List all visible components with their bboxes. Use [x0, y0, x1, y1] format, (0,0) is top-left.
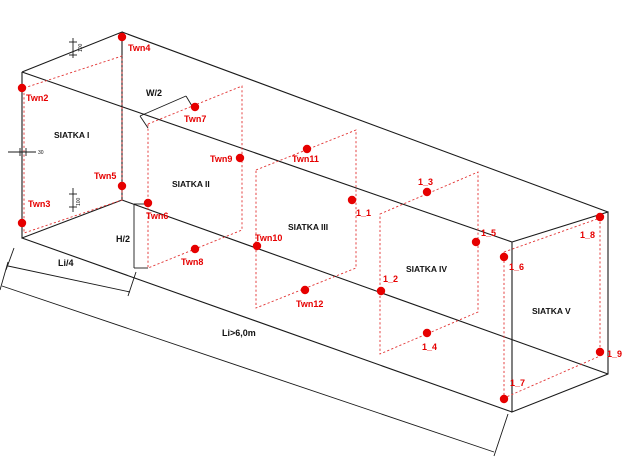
section-label-5: SIATKA V [532, 306, 571, 316]
point-1-4-label: 1_4 [422, 342, 437, 352]
point-twn12-marker [300, 285, 310, 295]
li-quarter-label: Li/4 [58, 258, 74, 268]
point-twn10-marker [252, 241, 262, 251]
offset-bottom-label: 100 [76, 197, 82, 206]
section-label-4: SIATKA IV [406, 264, 447, 274]
point-twn2-label: Twn2 [26, 93, 48, 103]
point-twn4-label: Twn4 [128, 43, 150, 53]
point-twn4-marker [117, 32, 127, 42]
point-twn6-label: Twn6 [146, 211, 168, 221]
measurement-points: Twn4 Twn2 Twn3 Twn5 Twn7 Twn9 Twn6 Twn8 … [17, 32, 622, 404]
point-twn9-marker [235, 153, 245, 163]
point-twn6-marker [143, 198, 153, 208]
li-total-label: Li>6,0m [222, 328, 256, 338]
point-twn8-label: Twn8 [181, 257, 203, 267]
li-quarter-dim-line [7, 265, 131, 293]
point-1-6-label: 1_6 [509, 262, 524, 272]
top-front-long-edge [21, 71, 513, 243]
point-twn2-marker [17, 83, 27, 93]
dimension-markers [0, 38, 509, 457]
point-1-8-marker [595, 212, 605, 222]
point-1-3-marker [422, 187, 432, 197]
point-twn5-label: Twn5 [94, 171, 116, 181]
point-1-4-marker [422, 328, 432, 338]
bottom-back-long-edge [121, 199, 609, 375]
duct-box-outline [21, 31, 609, 413]
measurement-grids [23, 55, 601, 399]
point-1-2-label: 1_2 [383, 274, 398, 284]
point-1-9-marker [595, 347, 605, 357]
grid-1-outline [23, 55, 123, 234]
point-twn10-label: Twn10 [255, 233, 282, 243]
dimension-labels: 100 30 100 W/2 H/2 Li/4 Li>6,0m [38, 43, 256, 338]
point-twn8-marker [190, 244, 200, 254]
point-1-7-marker [499, 394, 509, 404]
section-label-2: SIATKA II [172, 179, 210, 189]
point-1-2-marker [376, 286, 386, 296]
grid-3-outline [255, 129, 357, 309]
h-half-label: H/2 [116, 234, 130, 244]
w-half-dim-line [139, 95, 187, 117]
section-label-1: SIATKA I [54, 130, 89, 140]
point-twn3-label: Twn3 [28, 199, 50, 209]
point-1-6-marker [499, 252, 509, 262]
w-half-label: W/2 [146, 88, 162, 98]
grid-4-outline [379, 171, 479, 355]
point-1-3-label: 1_3 [418, 177, 433, 187]
offset-top-label: 100 [78, 43, 84, 52]
point-1-8-label: 1_8 [580, 230, 595, 240]
point-1-7-label: 1_7 [510, 378, 525, 388]
grid-5-outline [503, 217, 601, 399]
point-twn9-label: Twn9 [210, 154, 232, 164]
point-1-1-label: 1_1 [356, 208, 371, 218]
bottom-front-long-edge [21, 237, 513, 413]
point-twn7-label: Twn7 [184, 114, 206, 124]
top-back-long-edge [121, 31, 609, 213]
point-twn3-marker [17, 218, 27, 228]
li-total-dim-line [1, 285, 495, 453]
point-twn7-marker [190, 102, 200, 112]
offset-side-label: 30 [38, 150, 44, 156]
section-labels: SIATKA I SIATKA II SIATKA III SIATKA IV … [54, 130, 571, 316]
point-twn11-marker [302, 144, 312, 154]
point-1-5-marker [471, 237, 481, 247]
point-1-1-marker [347, 195, 357, 205]
point-twn11-label: Twn11 [292, 154, 319, 164]
point-twn5-marker [117, 181, 127, 191]
point-1-5-label: 1_5 [481, 228, 496, 238]
point-twn12-label: Twn12 [296, 299, 323, 309]
section-label-3: SIATKA III [288, 222, 328, 232]
grid-2-outline [147, 85, 243, 269]
point-1-9-label: 1_9 [607, 349, 622, 359]
back-face-edges [511, 211, 609, 413]
